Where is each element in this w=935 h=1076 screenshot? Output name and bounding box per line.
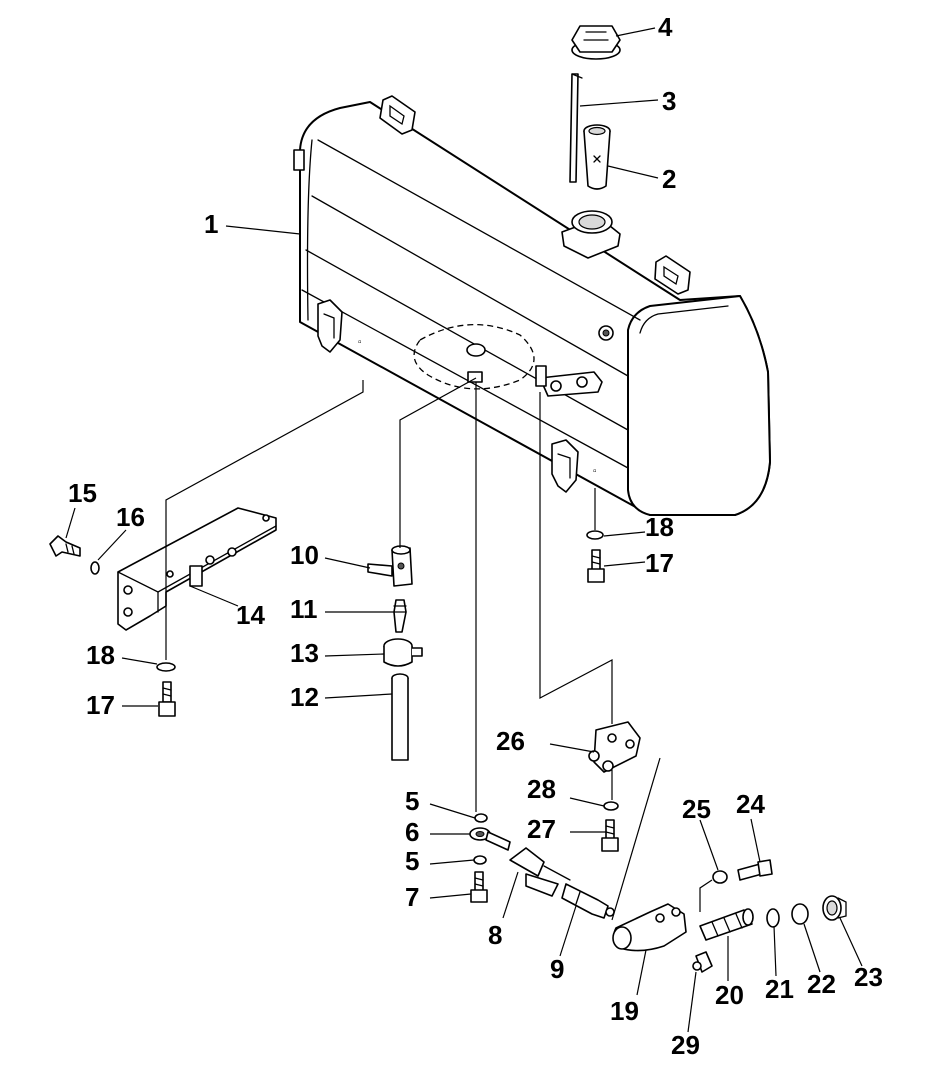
washer-icon — [586, 530, 604, 540]
svg-text:▫: ▫ — [358, 337, 362, 348]
label-part-9: 9 — [550, 954, 564, 984]
washer-icon — [474, 813, 488, 823]
svg-text:▫: ▫ — [593, 466, 597, 477]
label-part-4: 4 — [658, 12, 673, 42]
seal-icon — [791, 903, 809, 925]
label-part-25: 25 — [682, 794, 711, 824]
label-part-27: 27 — [527, 814, 556, 844]
label-part-3: 3 — [662, 86, 676, 116]
label-part-5b: 5 — [405, 846, 419, 876]
bolt-icon — [737, 859, 773, 881]
label-part-24: 24 — [736, 789, 765, 819]
bolt-icon — [587, 549, 605, 583]
label-part-15: 15 — [68, 478, 97, 508]
washer-icon — [473, 855, 487, 865]
label-part-17-left: 17 — [86, 690, 115, 720]
bolt-icon — [470, 871, 488, 903]
label-part-20: 20 — [715, 980, 744, 1010]
label-part-17-right: 17 — [645, 548, 674, 578]
label-part-22: 22 — [807, 969, 836, 999]
label-part-16: 16 — [116, 502, 145, 532]
label-part-5a: 5 — [405, 786, 419, 816]
label-part-29: 29 — [671, 1030, 700, 1060]
label-part-1: 1 — [204, 209, 218, 239]
label-part-13: 13 — [290, 638, 319, 668]
level-gauge-icon — [569, 73, 583, 183]
bolt-icon — [601, 819, 619, 852]
elbow-icon — [393, 599, 407, 633]
washer-icon — [603, 801, 619, 811]
drain-cock-icon — [509, 847, 571, 897]
washer-icon — [712, 870, 728, 884]
adapter-icon — [367, 545, 413, 587]
label-part-18-left: 18 — [86, 640, 115, 670]
filler-cap-icon — [571, 25, 621, 60]
fuel-tank-icon: ▫ ▫ — [293, 95, 771, 516]
label-part-14: 14 — [236, 600, 265, 630]
bracket-icon — [588, 721, 641, 773]
label-part-6: 6 — [405, 817, 419, 847]
label-part-11: 11 — [290, 594, 318, 624]
filter-body-icon — [612, 903, 687, 952]
label-part-23: 23 — [854, 962, 883, 992]
label-part-19: 19 — [610, 996, 639, 1026]
assembly-lines — [165, 377, 713, 921]
label-part-2: 2 — [662, 164, 676, 194]
filter-element-icon — [699, 908, 754, 941]
hose-clamp-icon — [383, 638, 423, 667]
label-part-7: 7 — [405, 882, 419, 912]
nipple-icon — [692, 951, 713, 973]
label-part-8: 8 — [488, 920, 502, 950]
eye-joint-icon — [469, 827, 511, 851]
snap-ring-icon — [766, 908, 780, 928]
washer-icon — [90, 561, 100, 575]
label-part-26: 26 — [496, 726, 525, 756]
washer-icon — [156, 662, 176, 672]
bolt-icon — [49, 535, 81, 557]
label-part-12: 12 — [290, 682, 319, 712]
hose-icon — [391, 673, 409, 761]
label-part-10: 10 — [290, 540, 319, 570]
label-part-18-right: 18 — [645, 512, 674, 542]
plug-icon — [822, 895, 847, 921]
fitting-icon — [561, 883, 615, 919]
bolt-icon — [158, 681, 176, 717]
filler-strainer-icon — [583, 124, 611, 190]
label-part-21: 21 — [765, 974, 794, 1004]
callout-leaders — [65, 27, 863, 1033]
part-number-labels: 1 2 3 4 5 6 5 7 8 9 10 11 12 13 14 15 16… — [68, 12, 883, 1060]
label-part-28: 28 — [527, 774, 556, 804]
